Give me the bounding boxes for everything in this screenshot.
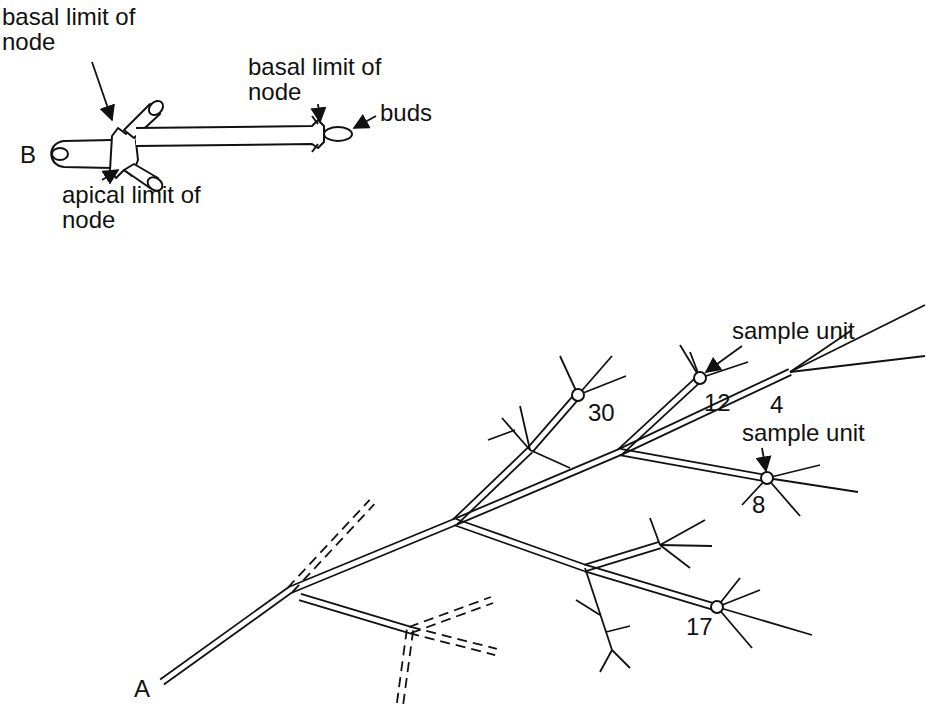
removed-branch [397, 630, 407, 704]
twig [576, 600, 600, 615]
leader-arrow [706, 346, 742, 372]
sample-unit-ring [711, 601, 723, 613]
leader-arrow [762, 448, 766, 471]
stem-cut [52, 148, 68, 160]
shoot-cut [146, 98, 166, 118]
twig [530, 450, 570, 468]
part-label: sample unit [732, 318, 855, 343]
twig-drawing [51, 98, 352, 193]
twig [767, 478, 858, 492]
twig [660, 545, 712, 546]
part-label: sample unit [742, 420, 865, 445]
part-label: basal limit of node [248, 54, 388, 104]
removed-branch [288, 500, 370, 588]
branch [528, 393, 576, 448]
twig [650, 518, 660, 545]
sample-unit-ring [572, 389, 584, 401]
branch [454, 449, 619, 519]
bud-scale [312, 116, 318, 152]
branch [454, 525, 584, 571]
twig [767, 478, 800, 516]
branch [164, 593, 292, 685]
branch [586, 565, 716, 604]
sample-unit-ring [761, 472, 773, 484]
branch [619, 455, 764, 481]
part-label: basal limit of node [2, 4, 142, 54]
removed-branch [411, 603, 493, 633]
branch [456, 455, 621, 525]
part-label: apical limit of node [62, 182, 202, 232]
twig [578, 356, 612, 395]
part-label: buds [380, 100, 432, 125]
branch [301, 594, 411, 627]
branch [456, 519, 586, 565]
branch [291, 525, 456, 593]
branch [453, 448, 528, 520]
removed-branch [409, 633, 495, 655]
branch [160, 587, 288, 679]
twig [660, 545, 690, 568]
twig [717, 607, 752, 648]
callout-number: 12 [704, 390, 731, 415]
twig [606, 626, 630, 632]
twig [612, 650, 630, 668]
removed-branch [403, 630, 413, 704]
part-label: B [20, 142, 36, 167]
twig [488, 430, 515, 440]
leader-arrow [318, 104, 320, 122]
branch [299, 600, 409, 633]
branch [622, 380, 702, 454]
branch-system [160, 305, 925, 704]
part-label: A [134, 676, 150, 701]
leader-arrows [92, 62, 766, 471]
callout-number: 4 [770, 392, 783, 417]
branch [621, 449, 766, 475]
twig [767, 465, 820, 478]
internode [136, 120, 324, 148]
branch [584, 571, 714, 610]
leader-arrow [354, 116, 376, 128]
callout-number: 8 [752, 492, 765, 517]
sample-unit-ring [694, 372, 706, 384]
callout-number: 17 [686, 614, 713, 639]
removed-branch [409, 597, 491, 627]
twig [600, 650, 612, 672]
twig [717, 607, 812, 635]
removed-branch [411, 627, 497, 649]
branch [289, 519, 454, 587]
twig [660, 520, 705, 545]
leader-arrow [102, 170, 118, 180]
twig [520, 406, 530, 450]
leader-arrow [92, 62, 112, 120]
twig [700, 362, 748, 378]
bud [324, 127, 352, 141]
branch [532, 397, 580, 452]
branch [584, 542, 659, 565]
removed-branch [292, 504, 374, 592]
callout-number: 30 [588, 400, 615, 425]
old-stem [51, 140, 112, 168]
